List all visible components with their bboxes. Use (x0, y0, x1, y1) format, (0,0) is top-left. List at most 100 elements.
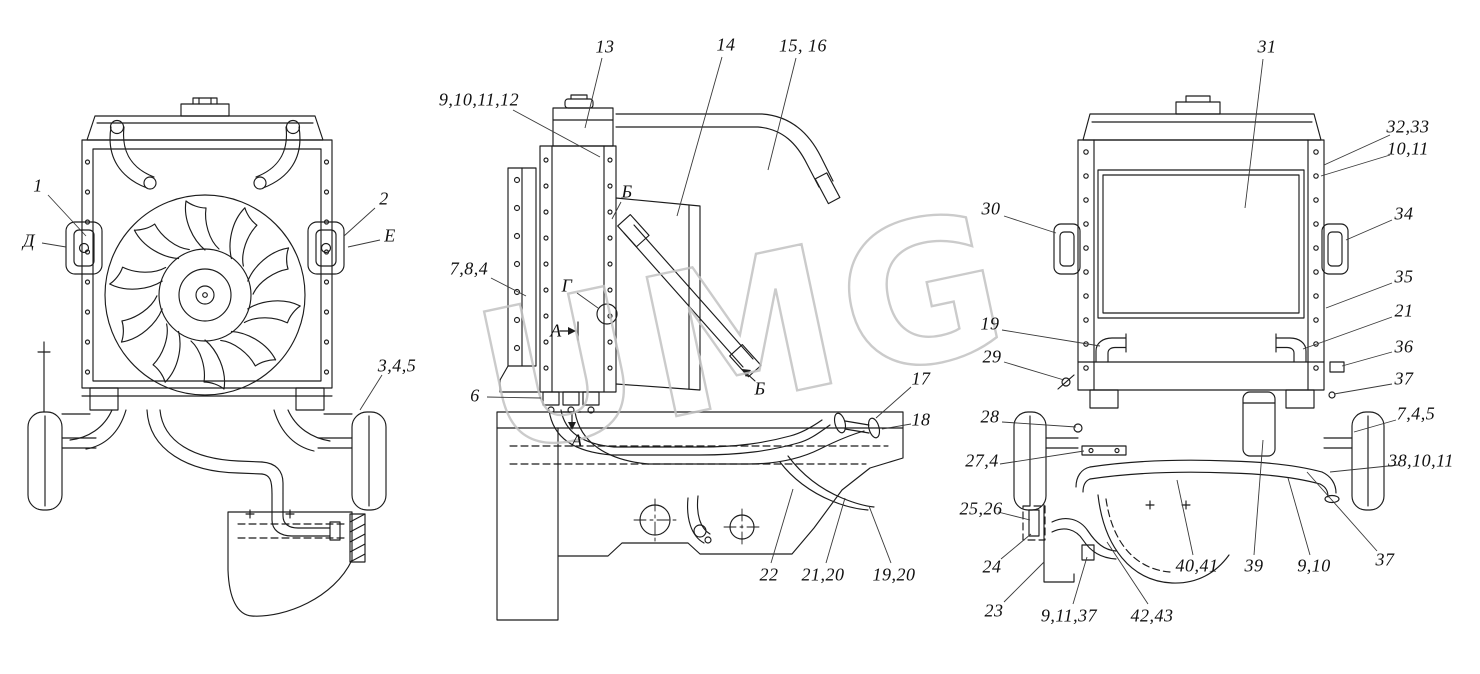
leader-line-side-3 (767, 57, 797, 171)
callout-rear-8: 36 (1394, 336, 1414, 357)
leader-line-rear-6 (1001, 329, 1101, 347)
callout-rear-7: 21 (1394, 300, 1414, 321)
rear-wheel-right (1351, 411, 1385, 511)
leader-line-rear-0 (1244, 58, 1264, 209)
callout-rear-3: 30 (981, 198, 1001, 219)
diagonal-hose (617, 213, 762, 378)
callout-rear-6: 19 (980, 313, 1000, 334)
callout-rear-15: 25,26 (959, 498, 1003, 519)
callout-front-0: 1 (33, 175, 43, 196)
leader-line-front-1 (41, 242, 67, 248)
leader-line-side-13 (770, 488, 794, 564)
detail-g-circle (596, 303, 618, 325)
callout-side-11: 18 (911, 409, 931, 430)
callout-front-1: Д (23, 230, 35, 251)
front-wheel-left (27, 411, 63, 511)
leader-line-rear-19 (1106, 541, 1149, 605)
shroud-panel (615, 197, 701, 391)
callout-side-15: 19,20 (872, 564, 916, 585)
callout-side-8: 6 (470, 385, 480, 406)
callout-side-9: Б (754, 378, 766, 399)
callout-front-4: 3,4,5 (377, 355, 417, 376)
callout-front-2: 2 (379, 188, 389, 209)
leader-line-side-5 (490, 277, 527, 297)
callout-rear-19: 42,43 (1130, 605, 1174, 626)
rear-feet (1089, 361, 1345, 409)
callout-rear-1: 32,33 (1386, 116, 1430, 137)
leader-line-side-8 (486, 396, 542, 399)
bottom-fittings (542, 391, 600, 414)
overflow-tank (1242, 391, 1276, 457)
leader-line-rear-14 (1329, 464, 1399, 473)
leader-line-side-11 (881, 423, 912, 430)
rear-lower-shield (1097, 494, 1230, 584)
leader-line-rear-15 (997, 511, 1031, 521)
leader-line-rear-17 (1003, 561, 1045, 603)
leader-line-side-6 (576, 292, 599, 309)
callout-rear-16: 24 (982, 556, 1002, 577)
callout-side-10: 17 (911, 368, 931, 389)
callout-rear-22: 9,10 (1297, 555, 1331, 576)
front-top-braces (109, 119, 301, 190)
leader-line-rear-16 (1000, 533, 1032, 560)
leader-line-rear-5 (1325, 282, 1393, 309)
callout-rear-10: 37 (1394, 368, 1414, 389)
leader-line-side-4 (611, 201, 622, 220)
callout-rear-9: 29 (982, 346, 1002, 367)
side-view (496, 94, 904, 621)
callout-side-0: 9,10,11,12 (438, 89, 520, 110)
callout-rear-23: 37 (1375, 549, 1395, 570)
callout-rear-5: 35 (1394, 266, 1414, 287)
leader-line-side-0 (512, 109, 601, 158)
lower-hoses-side (548, 409, 881, 511)
leader-line-rear-11 (1001, 421, 1077, 428)
leader-line-rear-9 (1003, 361, 1065, 381)
front-mounts (37, 341, 353, 415)
inlet-pipe-left (1095, 333, 1127, 363)
leader-line-rear-4 (1345, 219, 1393, 241)
front-side-bracket-right (307, 221, 345, 275)
callout-side-14: 21,20 (801, 564, 845, 585)
leader-line-rear-7 (1302, 316, 1393, 350)
callout-rear-0: 31 (1257, 36, 1277, 57)
leader-line-rear-12 (1353, 419, 1397, 433)
callout-rear-4: 34 (1394, 203, 1414, 224)
callout-rear-18: 9,11,37 (1040, 605, 1098, 626)
callout-rear-14: 38,10,11 (1388, 450, 1454, 471)
rear-axles (1045, 437, 1353, 449)
callout-rear-2: 10,11 (1387, 138, 1429, 159)
leader-line-front-3 (347, 239, 381, 248)
callout-rear-12: 7,4,5 (1396, 403, 1436, 424)
leader-line-rear-13 (999, 450, 1085, 465)
callout-front-3: Е (384, 225, 396, 246)
leader-line-side-14 (825, 497, 846, 564)
leader-line-rear-21 (1253, 439, 1264, 556)
callout-side-7: А (550, 320, 562, 341)
callout-rear-13: 27,4 (965, 450, 999, 471)
leader-line-side-1 (584, 57, 603, 129)
drain-tube (687, 495, 712, 544)
callout-rear-11: 28 (980, 406, 1000, 427)
callout-side-2: 14 (716, 34, 736, 55)
callout-side-3: 15, 16 (779, 35, 827, 56)
leader-line-rear-20 (1176, 479, 1194, 556)
callout-side-12: А (571, 430, 583, 451)
leader-line-rear-3 (1003, 215, 1057, 234)
callout-side-1: 13 (595, 36, 615, 57)
leader-line-rear-2 (1320, 154, 1391, 177)
front-hoses (69, 409, 341, 541)
front-wheel-right (351, 411, 387, 511)
side-panel (499, 167, 541, 393)
front-side-bracket-left (65, 221, 103, 275)
callout-rear-17: 23 (984, 600, 1004, 621)
callout-rear-21: 39 (1244, 555, 1264, 576)
upper-pipe (615, 113, 841, 205)
front-lower-shield (227, 509, 366, 617)
leader-line-rear-8 (1341, 351, 1393, 367)
cross-hose (1075, 459, 1340, 504)
leader-line-rear-18 (1072, 556, 1088, 605)
